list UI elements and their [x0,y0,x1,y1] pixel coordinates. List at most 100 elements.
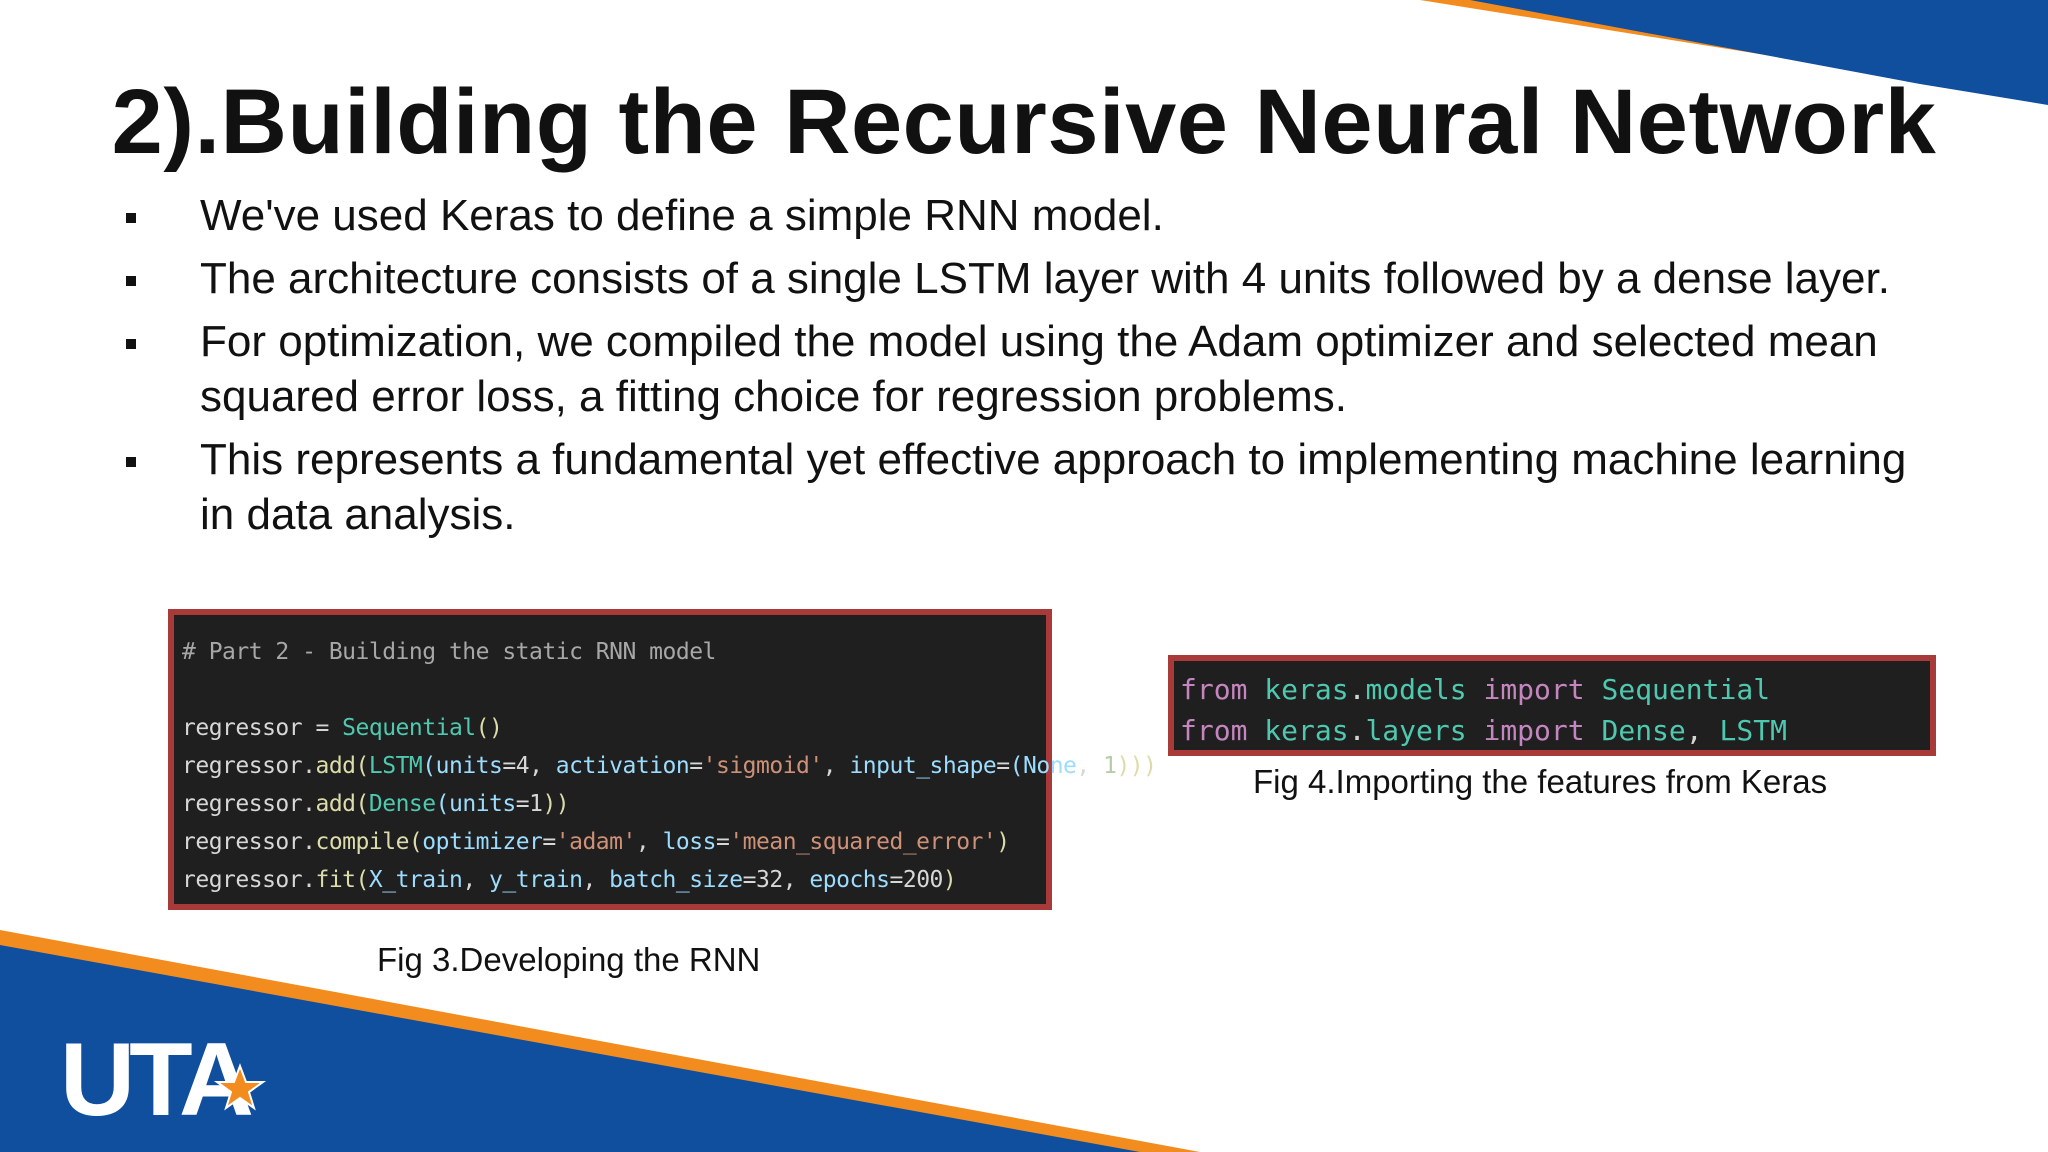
slide-title: 2).Building the Recursive Neural Network [111,71,1937,173]
code-token: 'sigmoid' [702,753,824,779]
code-token: import [1483,673,1585,706]
bullet-marker-icon [126,457,136,467]
bullet-item: For optimization, we compiled the model … [118,314,1918,424]
code-token: ( [408,829,423,855]
code-token: import [1483,714,1585,747]
code-token: )) [542,791,570,817]
code-line: regressor = Sequential() [182,709,1046,747]
code-token: . [302,791,316,817]
code-token: = [689,753,703,779]
code-token: models [1365,673,1467,706]
code-token: ))) [1116,753,1157,779]
code-token: , [1076,753,1104,779]
code-token: , [1685,714,1720,747]
code-line: from keras.layers import Dense, LSTM [1180,710,1930,751]
figure-3-caption: Fig 3.Developing the RNN [377,941,761,978]
code-line: regressor.add(LSTM(units=4, activation='… [182,747,1157,785]
figure-4-caption: Fig 4.Importing the features from Keras [1253,763,1828,800]
code-token: , [462,867,490,893]
code-token: ( [435,791,450,817]
code-token: from [1180,714,1248,747]
code-line: from keras.models import Sequential [1180,669,1930,710]
bullet-list: We've used Keras to define a simple RNN … [118,188,1918,550]
bullet-text: For optimization, we compiled the model … [200,317,1878,421]
code-token: keras [1264,673,1349,706]
code-token: 1 [1103,753,1117,779]
code-token: () [475,715,503,741]
bullet-item: This represents a fundamental yet effect… [118,432,1918,542]
code-token: = [715,829,730,855]
code-token: X_train [368,867,463,893]
code-token: . [302,753,316,779]
code-token: ) [942,867,957,893]
code-token: , [782,867,810,893]
bullet-marker-icon [126,276,136,286]
code-token: add [315,791,356,817]
code-token: y_train [489,867,583,893]
bottom-blue-band [0,945,1140,1152]
code-token: 'mean_squared_error' [729,829,997,855]
code-token: 'adam' [555,829,637,855]
code-token: Sequential [1601,673,1771,706]
bullet-text: We've used Keras to define a simple RNN … [200,191,1164,240]
code-token: ( [355,753,370,779]
code-token: . [1348,673,1366,706]
code-token: ( [422,753,436,779]
code-token: =32 [742,867,784,893]
code-token: . [302,829,316,855]
bullet-item: We've used Keras to define a simple RNN … [118,188,1918,243]
code-token: add [315,753,356,779]
code-token: fit [315,867,356,893]
code-token: epochs [809,867,890,893]
code-line-blank [182,671,1046,709]
bullet-marker-icon [126,213,136,223]
code-token: loss [662,829,717,855]
code-token: LSTM [368,753,423,779]
bullet-text: This represents a fundamental yet effect… [200,435,1907,539]
code-token: optimizer [422,829,543,855]
code-token: , [822,753,850,779]
code-token: regressor [182,791,303,817]
code-token: ) [996,829,1010,855]
code-token: LSTM [1719,714,1787,747]
code-line: regressor.fit(X_train, y_train, batch_si… [182,861,1046,899]
code-token: = [542,829,556,855]
uta-logo-text: UTA [60,1022,252,1130]
bullet-item: The architecture consists of a single LS… [118,251,1918,306]
code-token: compile [315,829,409,855]
code-token: = [302,715,343,741]
rnn-code-screenshot: # Part 2 - Building the static RNN model… [168,609,1157,910]
code-token: = [996,753,1010,779]
code-comment: # Part 2 - Building the static RNN model [182,639,716,665]
code-token: None [1023,753,1077,779]
code-token: keras [1264,714,1349,747]
code-token: , [582,867,610,893]
code-token: =200 [889,867,944,893]
code-token: regressor [182,829,303,855]
uta-logo: UTA [60,1022,267,1130]
code-token: batch_size [609,867,743,893]
code-token: layers [1365,714,1467,747]
code-token: ( [355,791,370,817]
code-token: units [449,791,516,817]
bullet-text: The architecture consists of a single LS… [200,254,1890,303]
code-token: regressor [182,715,303,741]
code-token: from [1180,673,1248,706]
code-token: input_shape [849,753,997,779]
code-token: . [302,867,316,893]
code-token: Dense [1601,714,1686,747]
code-line: # Part 2 - Building the static RNN model [182,633,1046,671]
code-line: regressor.compile(optimizer='adam', loss… [182,823,1046,861]
top-right-blue-band [1470,0,2048,105]
star-icon [213,1063,267,1111]
code-line: regressor.add(Dense(units=1)) [182,785,1046,823]
code-token: ( [355,867,370,893]
code-token: =1 [515,791,543,817]
bullet-marker-icon [126,339,136,349]
code-token: Dense [368,791,436,817]
code-token: units [435,753,503,779]
code-token: activation [555,753,690,779]
code-token: ( [1009,753,1024,779]
